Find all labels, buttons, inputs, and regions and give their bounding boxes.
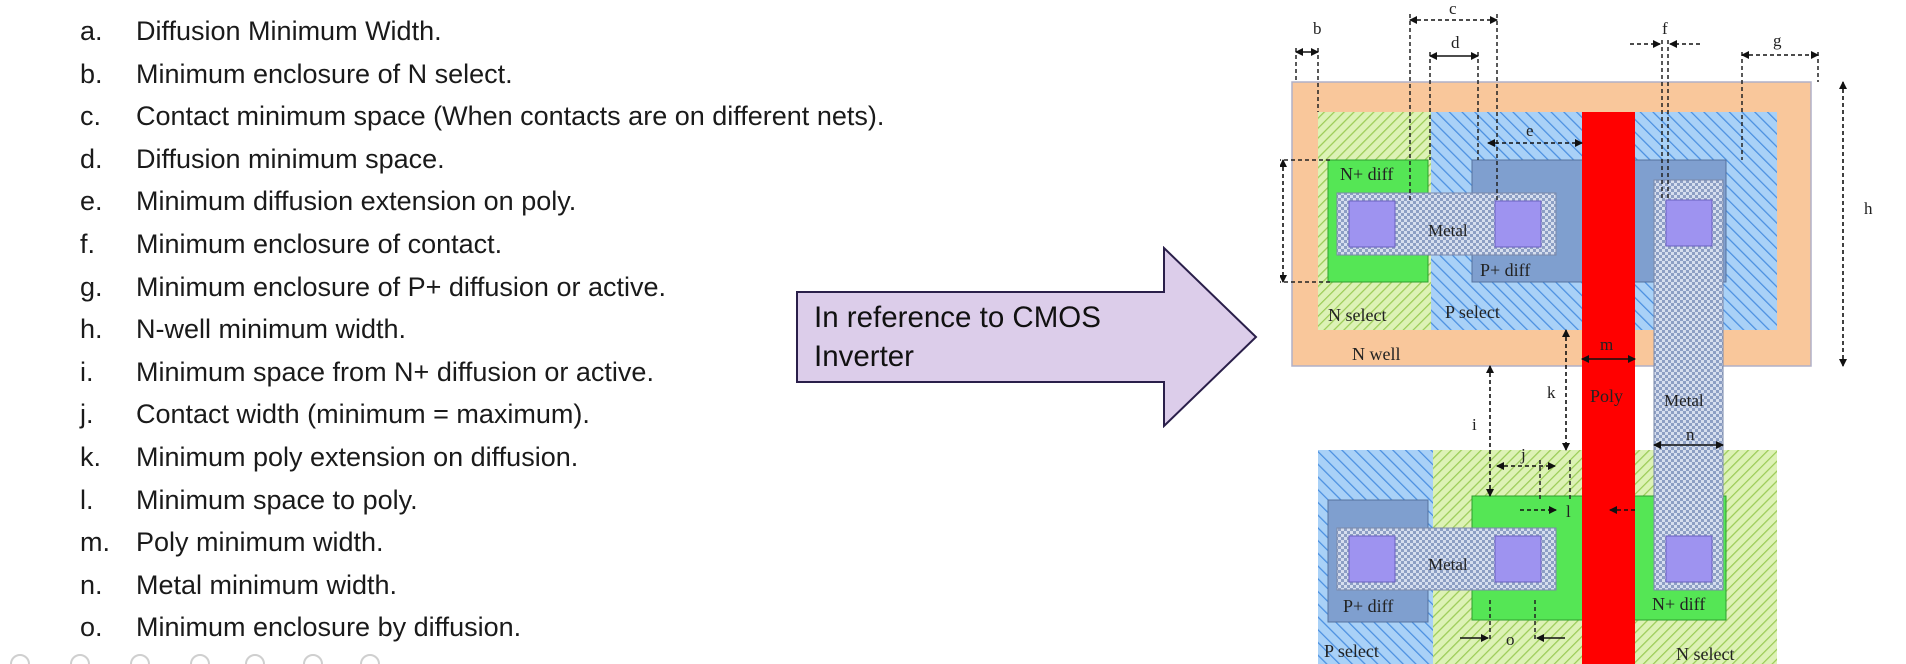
dim-label-j: j bbox=[1520, 445, 1526, 464]
rule-item-f: f. Minimum enclosure of contact. bbox=[80, 223, 884, 266]
rule-marker: b. bbox=[80, 58, 103, 89]
cmos-inverter-layout: N+ diff Metal P+ diff N select P select … bbox=[1280, 0, 1873, 664]
rule-marker: d. bbox=[80, 143, 103, 174]
dim-label-n: n bbox=[1686, 425, 1695, 444]
rule-text: Diffusion Minimum Width. bbox=[136, 16, 442, 46]
rule-text: Minimum diffusion extension on poly. bbox=[136, 186, 577, 217]
rule-item-k: k. Minimum poly extension on diffusion. bbox=[80, 436, 884, 479]
callout-arrow bbox=[796, 246, 1258, 428]
rule-marker: i. bbox=[80, 356, 94, 387]
rule-text: Minimum enclosure of P+ diffusion or act… bbox=[136, 271, 666, 302]
dim-label-o: o bbox=[1506, 630, 1515, 649]
label-metal-bottom: Metal bbox=[1428, 555, 1468, 574]
label-metal-right: Metal bbox=[1664, 391, 1704, 410]
rule-marker: k. bbox=[80, 441, 102, 472]
label-n-plus-diff-top: N+ diff bbox=[1340, 164, 1393, 184]
dim-label-f: f bbox=[1662, 19, 1668, 38]
rule-item-n: n. Metal minimum width. bbox=[80, 564, 884, 607]
rule-item-b: b. Minimum enclosure of N select. bbox=[80, 53, 884, 96]
label-p-select-bottom: P select bbox=[1324, 641, 1379, 661]
label-p-select-top: P select bbox=[1445, 302, 1500, 322]
label-n-select-bottom: N select bbox=[1676, 644, 1734, 664]
contact-top-left bbox=[1348, 200, 1396, 248]
callout-arrow-shape bbox=[796, 246, 1258, 428]
rule-item-j: j. Contact width (minimum = maximum). bbox=[80, 393, 884, 436]
rule-marker: h. bbox=[80, 314, 103, 345]
rule-marker: o. bbox=[80, 612, 103, 643]
rule-text: Metal minimum width. bbox=[136, 569, 398, 600]
rule-item-i: i. Minimum space from N+ diffusion or act… bbox=[80, 351, 884, 394]
slide-dot bbox=[245, 654, 265, 664]
rule-item-h: h. N-well minimum width. bbox=[80, 308, 884, 351]
contact-top-mid bbox=[1494, 200, 1542, 248]
rule-text: Minimum enclosure of N select. bbox=[136, 58, 513, 89]
slide-dot bbox=[10, 654, 30, 664]
contact-right-top bbox=[1665, 199, 1713, 247]
dim-label-b: b bbox=[1313, 19, 1322, 38]
rule-marker: a. bbox=[80, 16, 103, 46]
rule-marker: c. bbox=[80, 101, 102, 132]
slide-dot bbox=[130, 654, 150, 664]
rule-marker: n. bbox=[80, 569, 103, 600]
dim-label-c: c bbox=[1449, 0, 1457, 18]
dim-label-m: m bbox=[1600, 335, 1613, 354]
rule-marker: e. bbox=[80, 186, 103, 217]
rule-text: Contact minimum space (When contacts are… bbox=[136, 101, 885, 132]
rule-item-e: e. Minimum diffusion extension on poly. bbox=[80, 180, 884, 223]
dim-label-k: k bbox=[1547, 383, 1556, 402]
rule-marker: l. bbox=[80, 484, 94, 515]
rule-marker: f. bbox=[80, 228, 96, 259]
contact-bottom-mid bbox=[1494, 535, 1542, 583]
rule-item-l: l. Minimum space to poly. bbox=[80, 479, 884, 522]
rule-item-c: c. Contact minimum space (When contacts a… bbox=[80, 95, 884, 138]
slide-nav-dots bbox=[10, 654, 380, 664]
dim-label-e: e bbox=[1526, 121, 1534, 140]
poly-gate bbox=[1582, 112, 1635, 664]
dim-label-i: i bbox=[1472, 415, 1477, 434]
rule-item-d: d. Diffusion minimum space. bbox=[80, 138, 884, 181]
rule-text: Diffusion minimum space. bbox=[136, 143, 445, 174]
dim-label-l: l bbox=[1566, 502, 1571, 521]
dim-label-g: g bbox=[1773, 31, 1782, 50]
contact-bottom-left bbox=[1348, 535, 1396, 583]
slide-dot bbox=[303, 654, 323, 664]
slide-dot bbox=[70, 654, 90, 664]
rule-item-m: m. Poly minimum width. bbox=[80, 521, 884, 564]
dim-label-h: h bbox=[1864, 199, 1873, 218]
rule-text: Minimum enclosure by diffusion. bbox=[136, 612, 522, 643]
rule-text: Minimum space to poly. bbox=[136, 484, 418, 515]
rule-item-o: o. Minimum enclosure by diffusion. bbox=[80, 606, 884, 649]
label-poly: Poly bbox=[1590, 386, 1623, 406]
label-n-plus-diff-bottom: N+ diff bbox=[1652, 594, 1705, 614]
rule-text: Poly minimum width. bbox=[136, 527, 384, 558]
rule-marker: j. bbox=[80, 399, 94, 430]
label-p-plus-diff-bottom: P+ diff bbox=[1343, 596, 1393, 616]
rule-text: Contact width (minimum = maximum). bbox=[136, 399, 590, 430]
rule-item-g: g. Minimum enclosure of P+ diffusion or a… bbox=[80, 266, 884, 309]
callout-text: In reference to CMOS Inverter bbox=[814, 301, 1101, 373]
rule-text: N-well minimum width. bbox=[136, 314, 407, 345]
slide-dot bbox=[190, 654, 210, 664]
dim-label-d: d bbox=[1451, 33, 1460, 52]
contact-right-bottom bbox=[1665, 535, 1713, 583]
design-rules-list: a. Diffusion Minimum Width. b. Minimum enc… bbox=[80, 10, 884, 649]
rule-text: Minimum space from N+ diffusion or activ… bbox=[136, 356, 654, 387]
rule-text: Minimum poly extension on diffusion. bbox=[136, 441, 579, 472]
label-n-well: N well bbox=[1352, 344, 1401, 364]
rule-marker: g. bbox=[80, 271, 103, 302]
label-p-plus-diff-top: P+ diff bbox=[1480, 260, 1530, 280]
label-metal-top: Metal bbox=[1428, 221, 1468, 240]
slide-dot bbox=[360, 654, 380, 664]
metal-vertical-strip bbox=[1653, 179, 1724, 591]
rule-item-a: a. Diffusion Minimum Width. bbox=[80, 10, 884, 53]
rule-text: Minimum enclosure of contact. bbox=[136, 228, 503, 259]
rule-marker: m. bbox=[80, 527, 110, 558]
label-n-select-top: N select bbox=[1328, 305, 1386, 325]
